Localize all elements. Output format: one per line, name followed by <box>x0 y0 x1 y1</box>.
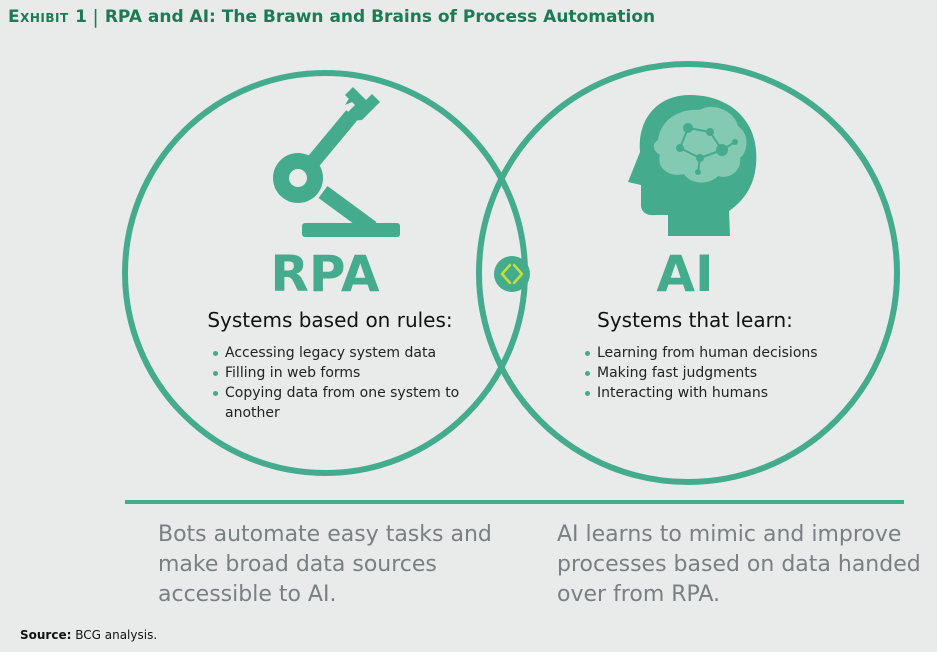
list-item: Making fast judgments <box>582 363 852 383</box>
source-note: Source: BCG analysis. <box>20 628 157 642</box>
robot-arm-icon <box>273 87 400 237</box>
exhibit-title: RPA and AI: The Brawn and Brains of Proc… <box>104 7 656 27</box>
source-label: Source: <box>20 628 72 642</box>
exchange-diamond-icon <box>494 256 530 292</box>
rpa-bullet-list: Accessing legacy system data Filling in … <box>210 343 470 423</box>
ai-caption: AI learns to mimic and improve processes… <box>557 522 921 607</box>
rpa-caption: Bots automate easy tasks and make broad … <box>158 522 492 607</box>
ai-bullet-list: Learning from human decisions Making fas… <box>582 343 852 403</box>
rpa-label: RPA <box>270 245 380 303</box>
ai-circle <box>476 61 900 485</box>
brain-head-icon <box>628 95 757 236</box>
ai-label: AI <box>656 245 714 303</box>
rpa-subhead: Systems based on rules: <box>207 308 453 332</box>
list-item: Interacting with humans <box>582 383 852 403</box>
ai-subhead: Systems that learn: <box>597 308 793 332</box>
source-text: BCG analysis. <box>75 628 158 642</box>
list-item: Copying data from one system to another <box>210 383 470 423</box>
list-item: Accessing legacy system data <box>210 343 470 363</box>
list-item: Learning from human decisions <box>582 343 852 363</box>
exhibit-label: Exhibit 1 <box>8 7 88 27</box>
header-separator: | <box>92 6 99 28</box>
exhibit-header: Exhibit 1 | RPA and AI: The Brawn and Br… <box>8 4 655 30</box>
list-item: Filling in web forms <box>210 363 470 383</box>
